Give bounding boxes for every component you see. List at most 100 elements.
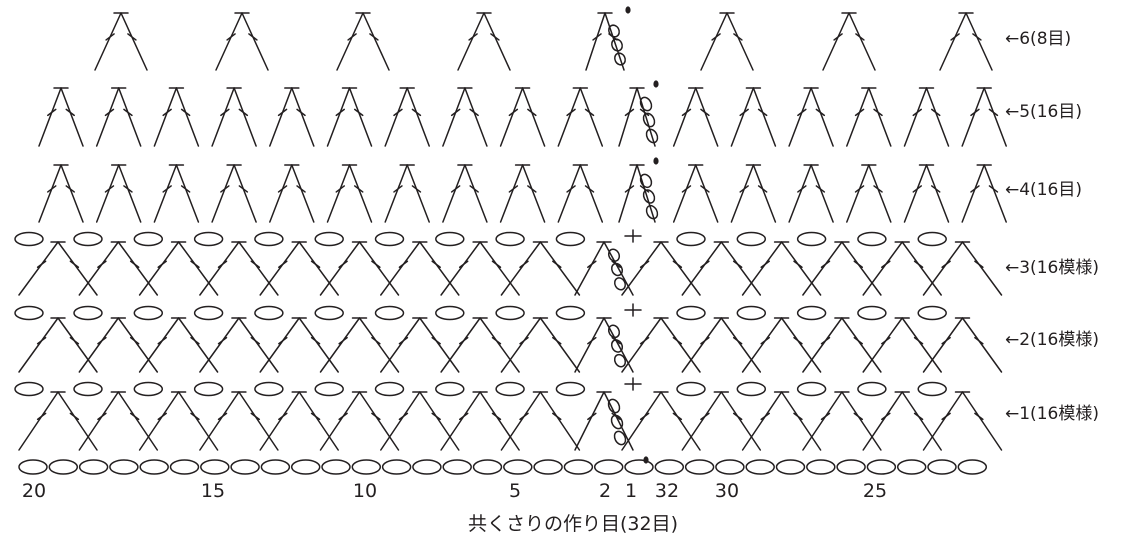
stitch-tick — [278, 260, 288, 269]
stitch-tick — [371, 336, 381, 345]
stitch-leg — [672, 87, 697, 147]
slip-stitch-dot — [643, 456, 649, 464]
stitch-tick — [592, 33, 602, 41]
stitch-leg — [788, 87, 812, 147]
stitch-leg — [233, 164, 257, 223]
stitch-leg — [479, 241, 520, 296]
chain-stitch — [796, 231, 827, 247]
stitch-tick — [36, 412, 47, 421]
chain-stitch — [374, 231, 405, 247]
chain-stitch — [314, 381, 344, 397]
stitch-tick — [584, 108, 595, 117]
stitch-leg — [741, 317, 783, 373]
stitch-leg — [442, 164, 466, 223]
stitch-leg — [636, 87, 656, 147]
stitch-tick — [624, 108, 635, 117]
stitch-tick — [913, 412, 924, 421]
stitch-leg — [117, 241, 159, 296]
turning-chain-stitch — [639, 173, 653, 189]
chain-stitch — [139, 459, 169, 475]
stitch-leg — [319, 241, 361, 296]
stitch-leg — [681, 391, 723, 451]
stitch-tick — [353, 108, 364, 117]
chain-stitch — [321, 459, 351, 475]
turning-chain-stitch — [611, 38, 623, 52]
stitch-leg — [94, 12, 122, 71]
stitch-leg — [961, 317, 1003, 373]
stitch-tick — [833, 33, 843, 41]
chain-stitch — [290, 459, 321, 475]
stitch-tick — [431, 336, 441, 345]
chain-stitch — [133, 231, 164, 247]
stitch-tick — [672, 260, 683, 269]
chain-stitch — [775, 459, 806, 475]
stitch-leg — [574, 241, 605, 296]
stitch-tick — [912, 185, 923, 193]
stitch-tick — [469, 108, 479, 117]
stitch-tick — [180, 185, 191, 193]
chain-stitch — [435, 231, 465, 247]
stitch-tick — [69, 336, 80, 345]
turning-chain-stitch — [610, 414, 624, 430]
stitch-tick — [672, 336, 683, 345]
stitch-leg — [500, 241, 542, 296]
stitch-tick — [700, 108, 710, 117]
stitch-number: 2 — [598, 480, 612, 502]
stitch-leg — [18, 241, 59, 296]
stitch-leg — [60, 164, 84, 223]
turning-chain-stitch — [613, 277, 627, 291]
stitch-tick — [127, 33, 137, 41]
stitch-leg — [901, 391, 942, 451]
stitch-number: 32 — [654, 480, 680, 502]
stitch-leg — [901, 317, 942, 373]
turning-chain-stitch — [645, 204, 659, 220]
stitch-number: 30 — [714, 480, 740, 502]
stitch-tick — [519, 336, 529, 345]
stitch-leg — [57, 317, 98, 373]
stitch-tick — [700, 185, 710, 193]
chain-stitch — [684, 459, 715, 475]
stitch-tick — [757, 108, 768, 117]
stitch-leg — [903, 87, 928, 147]
stitch-leg — [603, 317, 634, 373]
stitch-tick — [123, 108, 133, 117]
stitch-tick — [238, 185, 249, 193]
slip-stitch-dot — [653, 157, 659, 165]
stitch-tick — [104, 185, 115, 193]
chain-stitch — [374, 381, 405, 397]
row-label-5: ←5(16目) — [1005, 102, 1082, 122]
stitch-leg — [521, 164, 546, 223]
stitch-tick — [450, 108, 461, 117]
stitch-tick — [854, 108, 865, 117]
stitch-tick — [490, 33, 500, 41]
stitch-leg — [348, 87, 373, 147]
stitch-leg — [138, 241, 180, 296]
chain-stitch — [927, 459, 957, 475]
stitch-leg — [603, 241, 634, 296]
stitch-tick — [398, 412, 409, 421]
stitch-tick — [552, 336, 562, 345]
stitch-leg — [233, 87, 257, 147]
stitch-leg — [138, 317, 180, 373]
stitch-tick — [277, 185, 288, 193]
stitch-tick — [36, 336, 47, 345]
stitch-leg — [406, 87, 430, 147]
stitch-leg — [660, 391, 701, 451]
stitch-tick — [974, 260, 984, 269]
stitch-leg — [841, 317, 882, 373]
chain-stitch — [624, 459, 654, 475]
stitch-tick — [491, 336, 502, 345]
row-label-1: ←1(16模様) — [1005, 404, 1099, 424]
stitch-tick — [815, 185, 826, 193]
chain-stitch — [73, 305, 103, 321]
stitch-leg — [780, 317, 822, 373]
stitch-leg — [479, 391, 520, 451]
stitch-leg — [291, 87, 315, 147]
stitch-leg — [199, 317, 240, 373]
stitch-tick — [411, 108, 422, 117]
stitch-leg — [726, 12, 754, 71]
stitch-leg — [419, 317, 460, 373]
stitch-leg — [557, 87, 582, 147]
chain-stitch — [796, 381, 827, 397]
stitch-tick — [732, 412, 743, 421]
